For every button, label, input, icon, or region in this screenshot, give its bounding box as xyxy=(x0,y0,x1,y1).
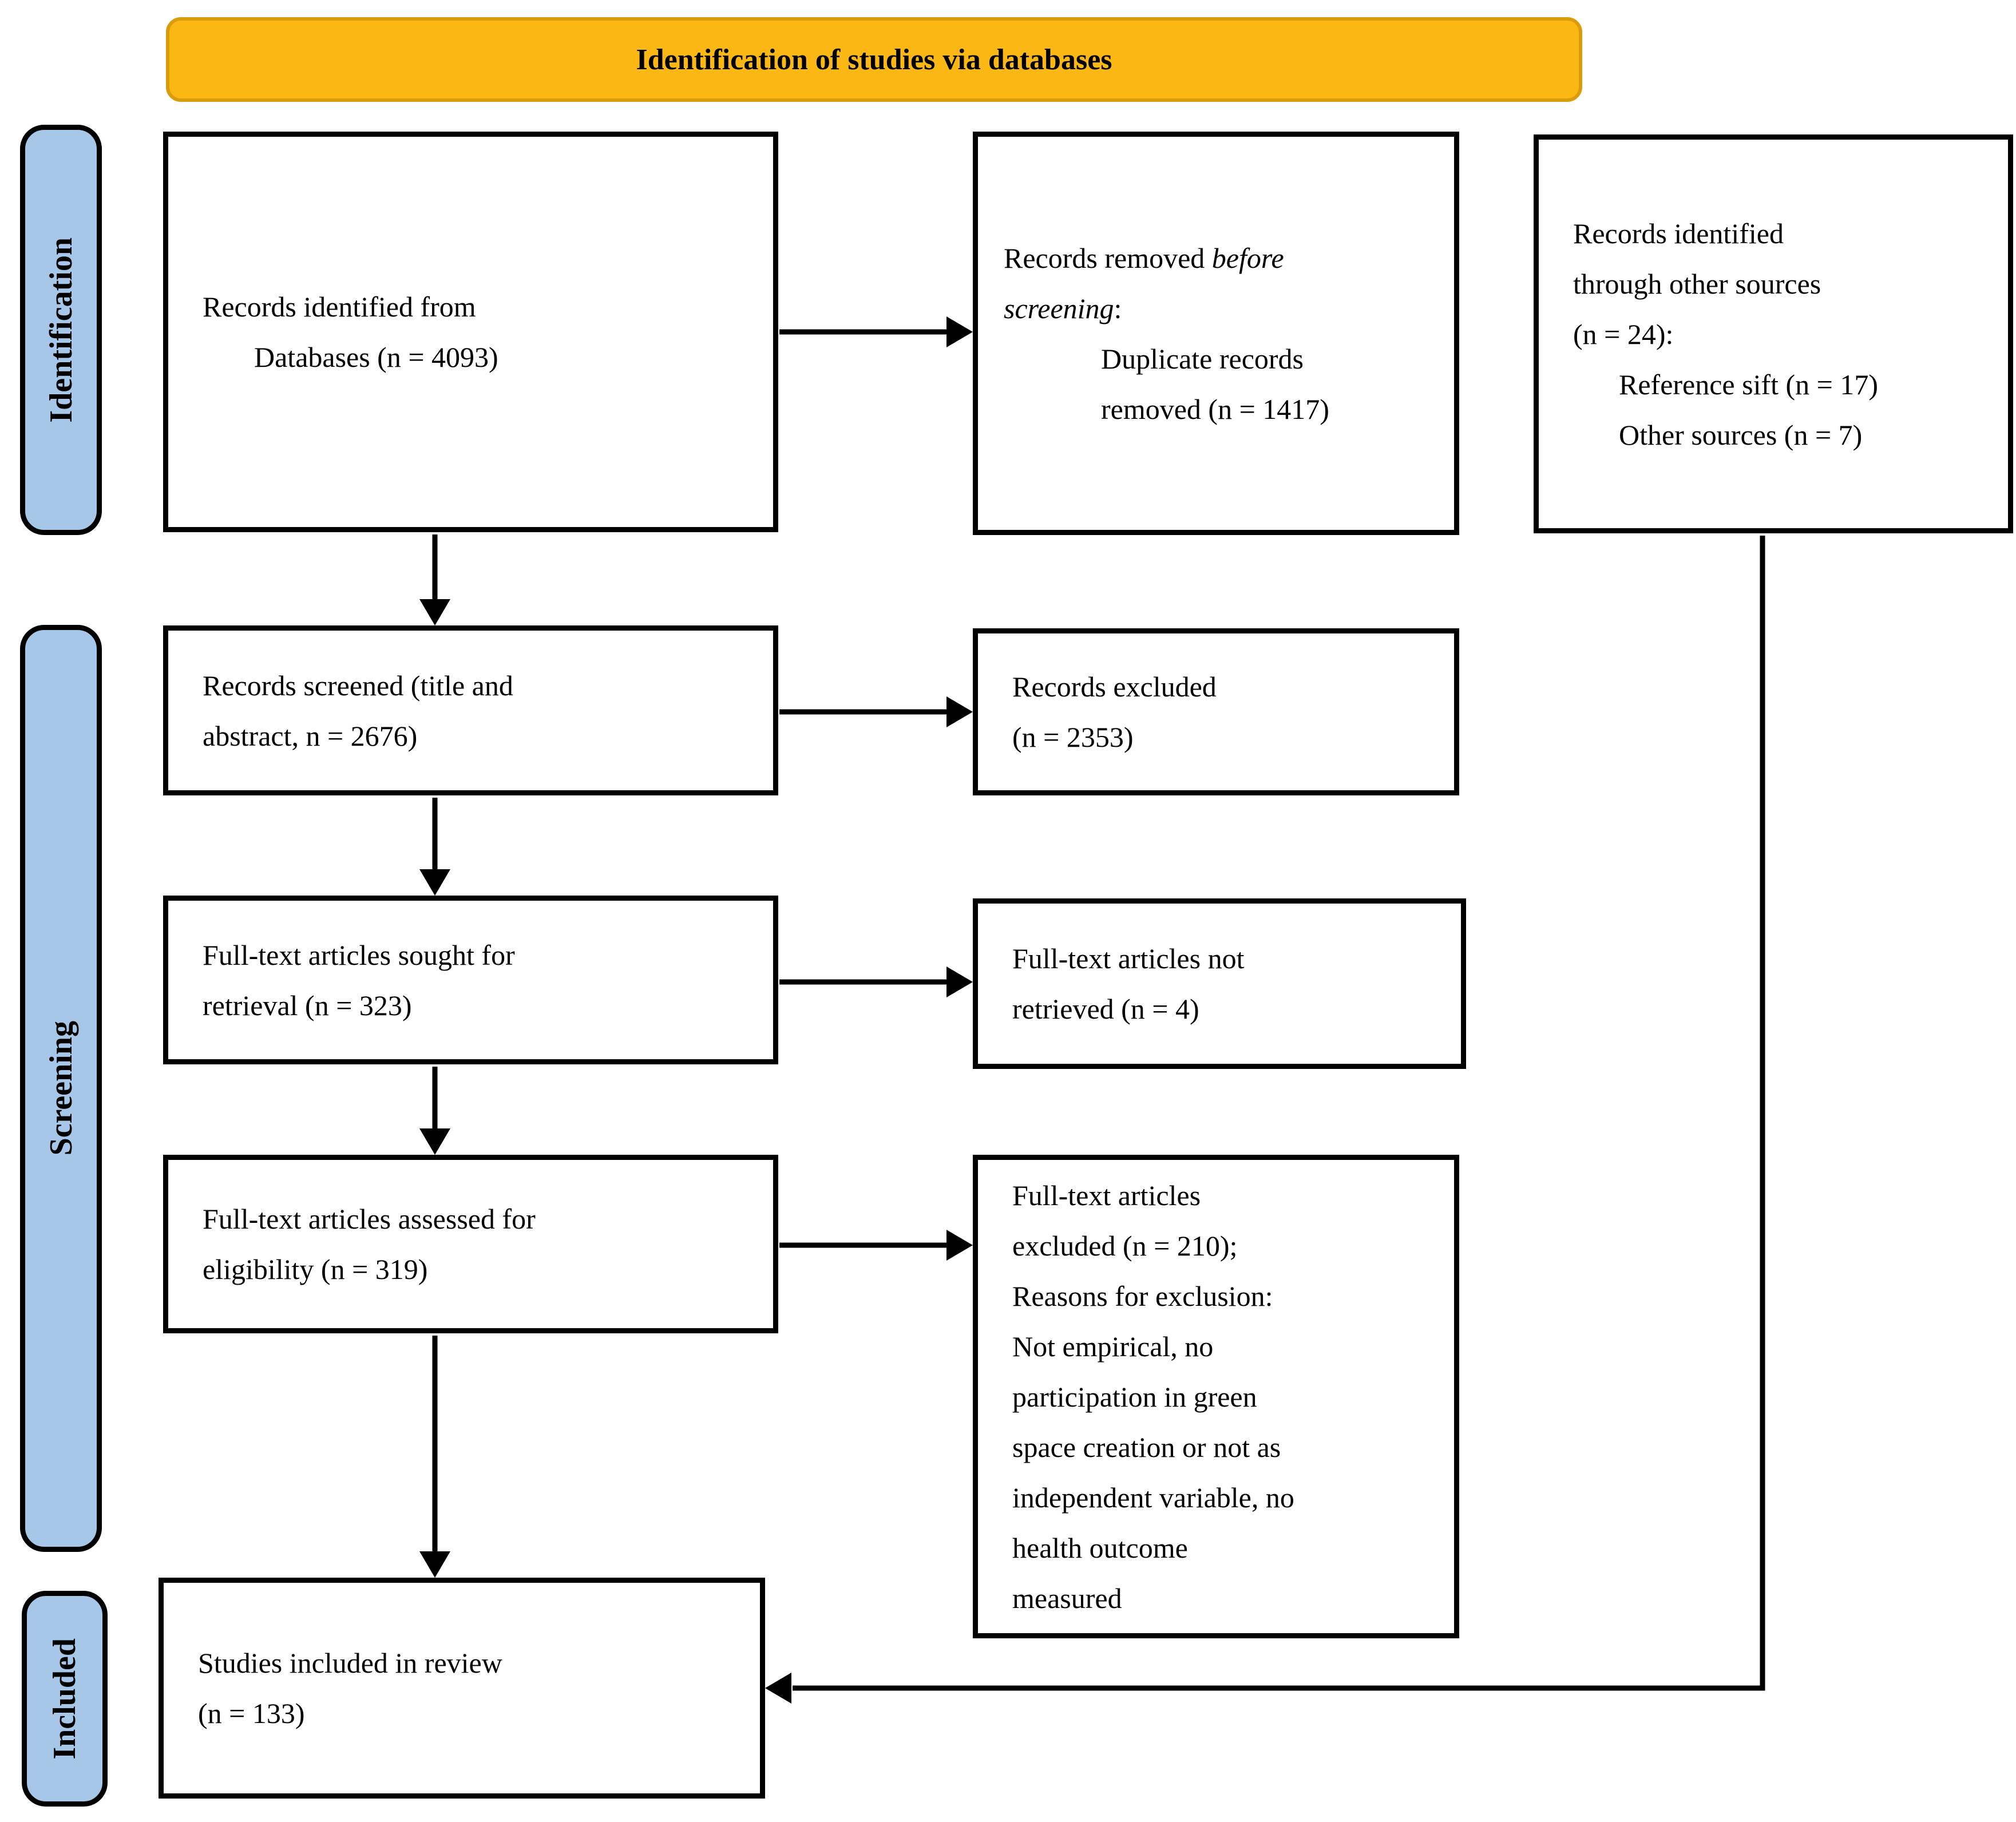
arrow-assessed-to-included xyxy=(419,1336,450,1578)
box-text-line: Duplicate records xyxy=(1101,342,1304,375)
text-segment: Records removed xyxy=(1004,241,1212,274)
arrowhead-left-icon xyxy=(765,1673,791,1704)
box-text-line: eligibility (n = 319) xyxy=(203,1253,428,1285)
arrow-identified-to-screened xyxy=(419,534,450,625)
box-text-line: (n = 133) xyxy=(198,1697,305,1729)
box-text-line: measured xyxy=(1012,1582,1122,1614)
box-text-line: (n = 24): xyxy=(1573,318,1674,350)
arrowhead-right-icon xyxy=(946,1230,973,1261)
arrowhead-right-icon xyxy=(946,967,973,997)
stage-label-text: Included xyxy=(47,1638,82,1760)
box-text-line: Studies included in review xyxy=(198,1647,502,1679)
arrowhead-down-icon xyxy=(419,599,450,625)
box-text-line: Full-text articles assessed for xyxy=(203,1203,536,1235)
text-segment: : xyxy=(1114,292,1122,324)
box-text-line: screening: xyxy=(1004,283,1431,334)
box-text-line: health outcome xyxy=(1012,1531,1188,1564)
stage-label-included: Included xyxy=(22,1591,108,1807)
box-text-line: participation in green xyxy=(1012,1380,1257,1413)
box-records-excluded: Records excluded (n = 2353) xyxy=(973,628,1459,795)
box-records-removed: Records removed before screening: Duplic… xyxy=(973,132,1459,535)
box-text-line: Databases (n = 4093) xyxy=(254,341,498,373)
arrow-assessed-to-fulltext-excluded xyxy=(779,1230,973,1261)
arrow-sought-to-not-retrieved xyxy=(779,967,973,997)
box-text-line: (n = 2353) xyxy=(1012,721,1134,753)
box-text-line: independent variable, no xyxy=(1012,1481,1294,1514)
stage-label-text: Screening xyxy=(43,1021,79,1156)
banner-title: Identification of studies via databases xyxy=(636,43,1112,76)
box-fulltext-excluded: Full-text articles excluded (n = 210); R… xyxy=(973,1155,1459,1638)
box-fulltext-sought: Full-text articles sought for retrieval … xyxy=(163,896,778,1064)
box-text-line: Full-text articles sought for xyxy=(203,938,515,971)
arrow-sought-to-assessed xyxy=(419,1067,450,1155)
stage-label-text: Identification xyxy=(43,237,79,423)
box-text-line: Other sources (n = 7) xyxy=(1619,418,1863,451)
arrowhead-down-icon xyxy=(419,1128,450,1155)
box-records-screened: Records screened (title and abstract, n … xyxy=(163,625,778,795)
arrow-identified-to-removed xyxy=(779,316,973,347)
box-text-line: through other sources xyxy=(1573,267,1821,300)
stage-label-screening: Screening xyxy=(20,625,102,1552)
box-text-line: removed (n = 1417) xyxy=(1101,393,1329,425)
box-text-line: Records screened (title and xyxy=(203,669,513,702)
arrowhead-down-icon xyxy=(419,1551,450,1578)
box-text-line: Records excluded xyxy=(1012,671,1217,703)
box-text-line: Records identified from xyxy=(203,291,476,323)
box-text-line: Not empirical, no xyxy=(1012,1330,1214,1362)
arrow-screened-to-sought xyxy=(419,798,450,896)
box-text-line: abstract, n = 2676) xyxy=(203,719,418,752)
box-text-line: Full-text articles not xyxy=(1012,942,1245,975)
box-text-line: Reference sift (n = 17) xyxy=(1619,368,1879,401)
box-text-line: retrieval (n = 323) xyxy=(203,989,412,1021)
text-segment-italic: screening xyxy=(1004,292,1114,324)
box-studies-included: Studies included in review (n = 133) xyxy=(159,1578,765,1799)
box-text-line: Reasons for exclusion: xyxy=(1012,1280,1273,1312)
box-records-other-sources: Records identified through other sources… xyxy=(1534,134,2013,533)
text-segment-italic: before xyxy=(1211,241,1284,274)
arrowhead-down-icon xyxy=(419,869,450,896)
box-text-line: space creation or not as xyxy=(1012,1431,1281,1463)
box-records-identified: Records identified from Databases (n = 4… xyxy=(163,132,778,532)
box-text-line: Records identified xyxy=(1573,217,1784,249)
box-text-line: retrieved (n = 4) xyxy=(1012,993,1199,1025)
banner-identification-via-databases: Identification of studies via databases xyxy=(166,17,1582,102)
box-text-line: Full-text articles xyxy=(1012,1179,1201,1211)
arrowhead-right-icon xyxy=(946,696,973,727)
arrowhead-right-icon xyxy=(946,316,973,347)
stage-label-identification: Identification xyxy=(20,125,102,535)
box-fulltext-assessed: Full-text articles assessed for eligibil… xyxy=(163,1155,778,1333)
box-text-line: excluded (n = 210); xyxy=(1012,1229,1238,1262)
box-text-line: Records removed before xyxy=(1004,233,1431,283)
box-fulltext-not-retrieved: Full-text articles not retrieved (n = 4) xyxy=(973,898,1466,1069)
arrow-screened-to-excluded xyxy=(779,696,973,727)
